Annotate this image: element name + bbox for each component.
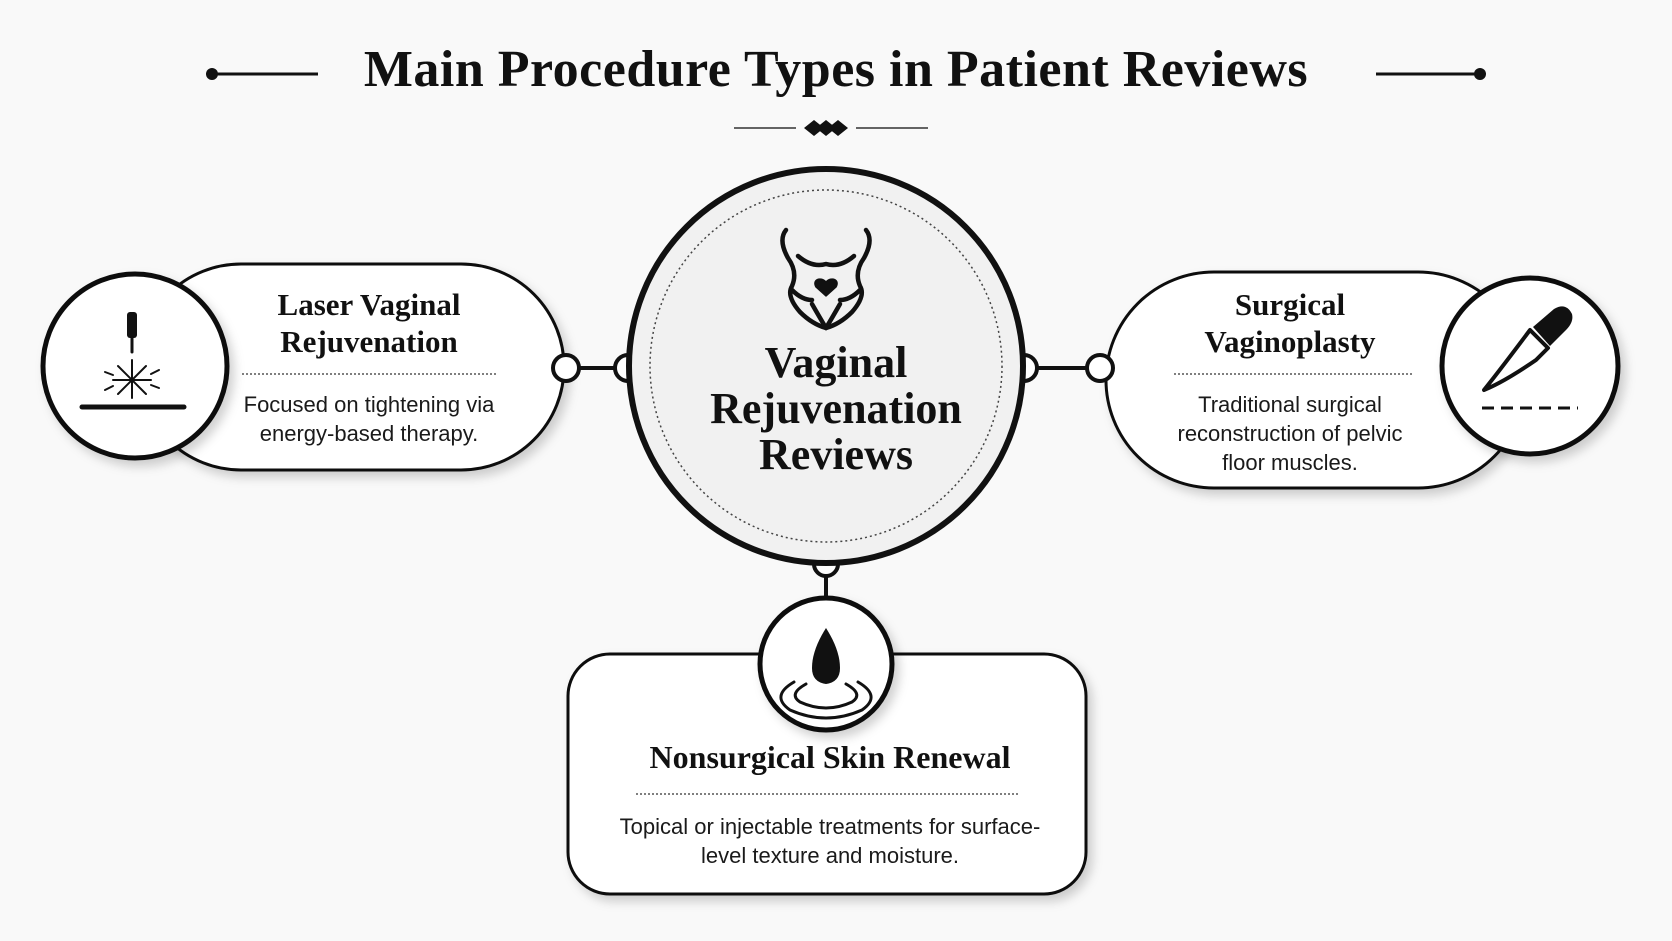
water-drop-icon bbox=[779, 628, 873, 720]
surgical-card-description: Traditional surgical reconstruction of p… bbox=[1177, 392, 1403, 475]
title-right-rule bbox=[1376, 68, 1486, 80]
nonsurgical-card-title: Nonsurgical Skin Renewal bbox=[649, 739, 1011, 775]
nonsurgical-card-description: Topical or injectable treatments for sur… bbox=[619, 814, 1041, 868]
title-ornament bbox=[734, 120, 928, 136]
center-hub-label: Vaginal Rejuvenation Reviews bbox=[710, 338, 962, 479]
page-title: Main Procedure Types in Patient Reviews bbox=[363, 41, 1309, 98]
title-left-rule bbox=[206, 68, 318, 80]
laser-card-description: Focused on tightening via energy-based t… bbox=[243, 392, 495, 446]
scalpel-icon bbox=[1482, 306, 1578, 410]
female-torso-heart-icon bbox=[780, 227, 872, 331]
surgical-card-title: Surgical Vaginoplasty bbox=[1204, 287, 1376, 359]
laser-card-title: Laser Vaginal Rejuvenation bbox=[277, 287, 461, 359]
laser-icon-badge bbox=[40, 271, 230, 461]
center-hub bbox=[626, 166, 1026, 566]
connector-right bbox=[1009, 353, 1115, 383]
laser-beam-icon bbox=[79, 312, 187, 410]
